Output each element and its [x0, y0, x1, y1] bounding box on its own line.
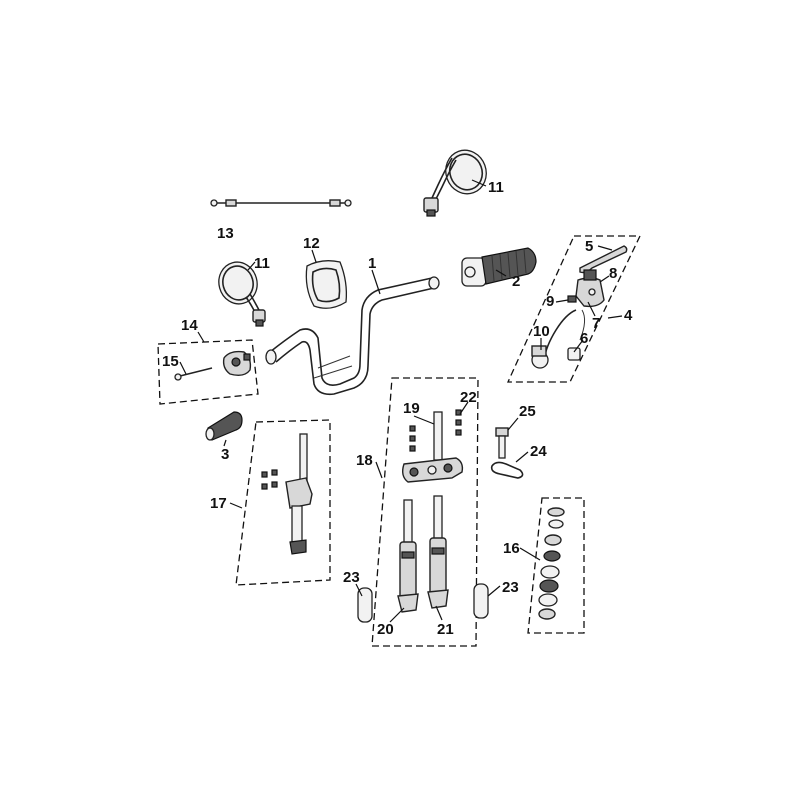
clamp-bolts-left [409, 425, 416, 452]
callout-19: 19 [403, 400, 420, 417]
mirror-left [218, 261, 266, 327]
reflector-left [357, 587, 373, 623]
callout-11-left: 11 [254, 255, 270, 272]
switch-screw [174, 367, 213, 381]
callout-4: 4 [624, 307, 633, 324]
callout-12: 12 [303, 235, 320, 252]
callout-7: 7 [592, 315, 600, 332]
callout-10: 10 [533, 323, 550, 340]
callout-23-right: 23 [502, 579, 519, 596]
callout-9: 9 [546, 293, 554, 310]
group-box-bearing-set [527, 497, 585, 634]
stem-bolts [261, 469, 278, 490]
fork-tube-upper-left [433, 411, 443, 461]
fork-leg-right [427, 495, 449, 609]
callout-2: 2 [512, 273, 520, 290]
throttle-cable [210, 199, 352, 207]
mirror-right [423, 149, 487, 217]
steering-stem [285, 433, 313, 555]
reflector-right [473, 583, 489, 619]
group-box-front-fork [371, 377, 479, 647]
brake-pad [567, 347, 581, 361]
throttle-grip-right [461, 247, 537, 287]
callout-14: 14 [181, 317, 198, 334]
callout-23-left: 23 [343, 569, 360, 586]
callout-13: 13 [217, 225, 234, 242]
left-grip [205, 411, 243, 441]
callout-15: 15 [162, 353, 179, 370]
group-box-switch-assembly [157, 339, 259, 405]
callout-18: 18 [356, 452, 373, 469]
callout-25: 25 [519, 403, 536, 420]
callout-17: 17 [210, 495, 227, 512]
callout-16: 16 [503, 540, 520, 557]
handlebar [265, 276, 440, 396]
callout-3: 3 [221, 446, 229, 463]
callout-8: 8 [609, 265, 617, 282]
callout-20: 20 [377, 621, 394, 638]
banjo-bolt [567, 295, 577, 303]
caliper-bracket [531, 345, 549, 369]
brake-lever [579, 245, 628, 274]
callout-5: 5 [585, 238, 593, 255]
fork-leg-left [397, 499, 419, 613]
bearing-set [538, 507, 565, 620]
axle-bolt [495, 427, 509, 459]
spring-clip [490, 461, 524, 479]
group-box-steering-stem [235, 419, 331, 586]
callout-24: 24 [530, 443, 547, 460]
callout-1: 1 [368, 255, 376, 272]
handlebar-pad [305, 260, 348, 309]
callout-6: 6 [580, 330, 588, 347]
left-switch-housing [222, 350, 252, 377]
callout-11-top: 11 [488, 179, 504, 196]
master-cylinder [575, 269, 605, 308]
leader-lines [179, 179, 623, 623]
callout-22: 22 [460, 389, 477, 406]
group-box-brake-lever-assembly [506, 235, 642, 383]
triple-clamp [401, 457, 464, 483]
callout-21: 21 [437, 621, 454, 638]
